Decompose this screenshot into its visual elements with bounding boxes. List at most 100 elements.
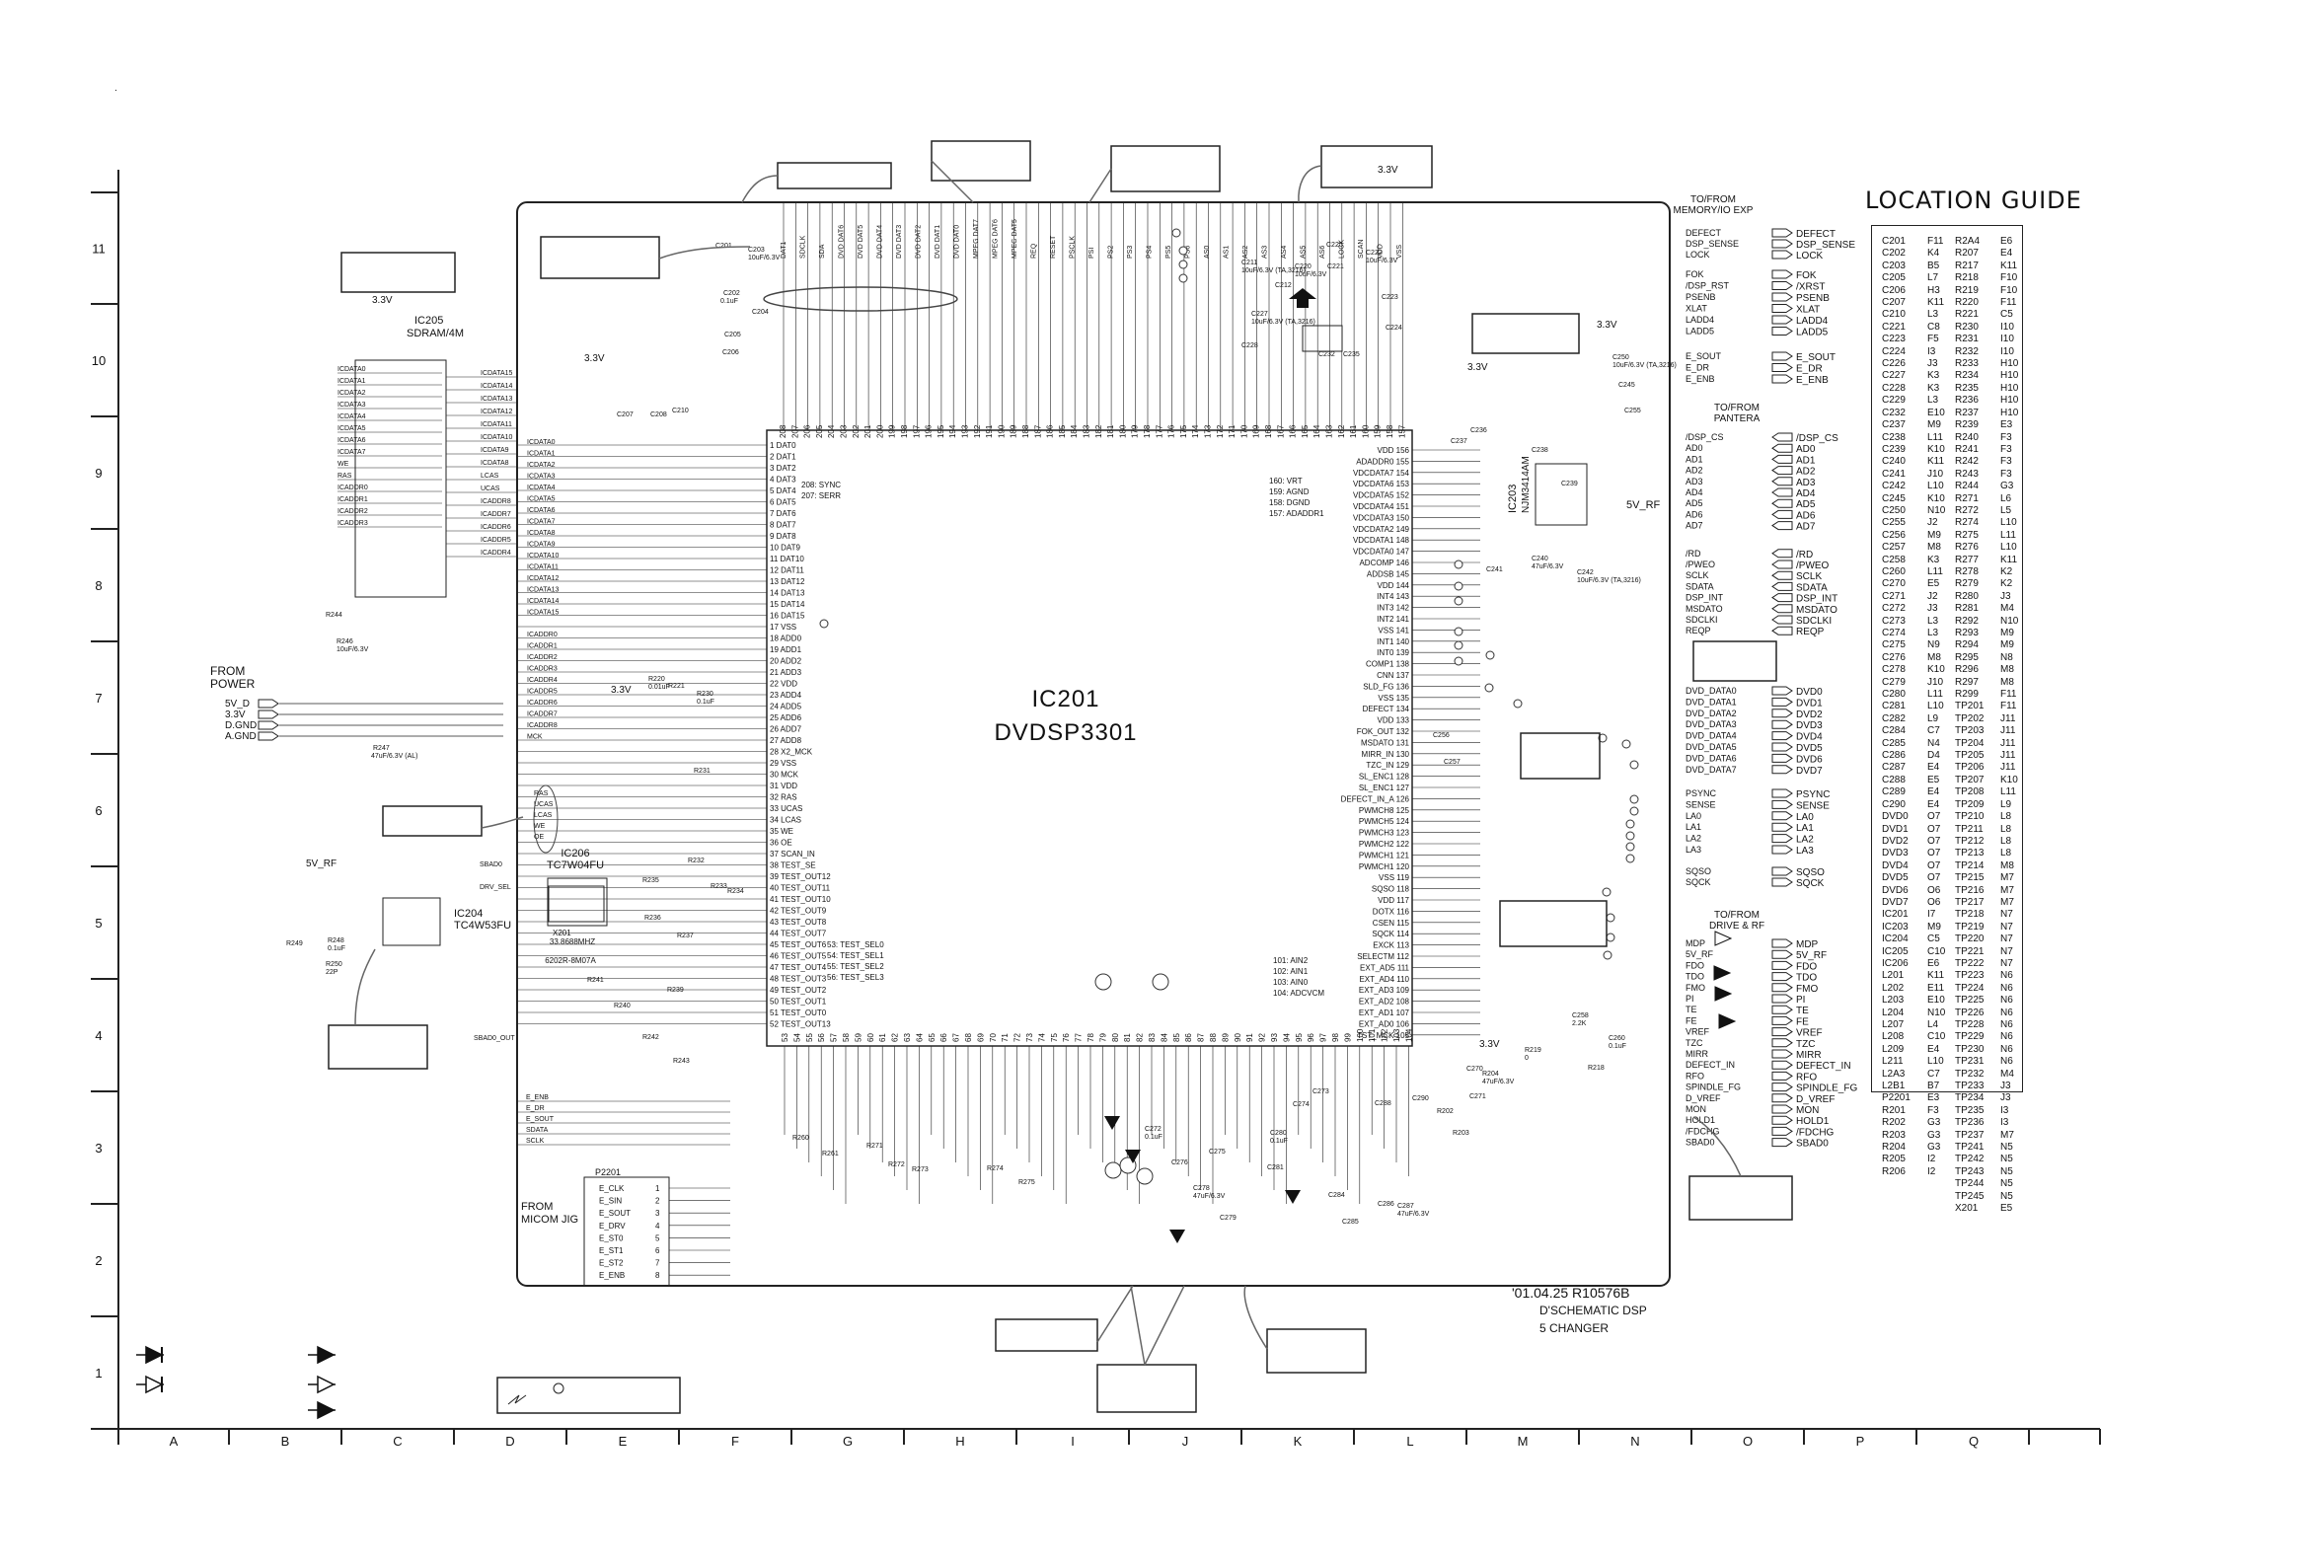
ic201-left-pin: 8 DAT7 [770, 521, 796, 530]
drive-connector: PI [1771, 994, 1805, 1006]
location-guide-grid: N7 [2000, 921, 2013, 933]
power-connector [258, 720, 279, 730]
test-point [1625, 854, 1635, 863]
component-ref: C208 [650, 411, 667, 418]
component-ref: C212 [1275, 282, 1292, 289]
fok-connector: XLAT [1771, 304, 1820, 316]
component-ref: R239 [667, 987, 684, 994]
rail-3v3-label: 3.3V [1479, 1039, 1500, 1050]
ic201-top-signal: PS6 [1185, 246, 1192, 259]
location-guide-ref: R299 [1955, 689, 1979, 701]
drive-signal-left: MON [1686, 1104, 1706, 1114]
ic205-right-signal: ICDATA11 [481, 421, 512, 428]
location-guide-ref: R239 [1955, 419, 1979, 431]
ic201-right-pin: VDD 117 [1378, 896, 1409, 905]
component-value: 47uF/6.3V [1482, 1079, 1515, 1085]
location-guide-ref: C279 [1882, 676, 1906, 688]
location-guide-ref: TP206 [1955, 762, 1985, 774]
component-value: 10uF/6.3V (TA,3216) [1612, 362, 1677, 369]
test-point [1171, 228, 1181, 238]
test-point [1629, 794, 1639, 804]
component-ref: C210 [672, 408, 689, 414]
ic201-left-pin: 26 ADD7 [770, 725, 802, 734]
ic201-left-pin: 6 DAT5 [770, 498, 796, 507]
ic201-top-signal: AS6 [1319, 246, 1326, 259]
psync-connector-label: LA0 [1796, 812, 1814, 823]
ic201-left-pin: 38 TEST_SE [770, 861, 816, 870]
location-guide-grid: E10 [1927, 407, 1945, 418]
ic201-inner-note: 103: AIN0 [1273, 978, 1309, 987]
pantera-connector: REQP [1771, 626, 1825, 637]
location-guide-grid: N5 [2000, 1190, 2013, 1202]
ic201-right-pin: MIRR_IN 130 [1362, 750, 1410, 759]
location-guide-grid: C5 [1927, 933, 1940, 945]
location-guide-grid: N6 [2000, 1056, 2013, 1068]
component-ref: C256 [1433, 732, 1450, 739]
location-guide-grid: L11 [2000, 786, 2016, 798]
location-guide-ref: C224 [1882, 345, 1906, 357]
location-guide-ref: TP203 [1955, 725, 1985, 737]
drive-connector-label: SBAD0 [1796, 1139, 1829, 1150]
location-guide-grid: N6 [2000, 995, 2013, 1007]
drive-connector: 5V_RF [1771, 949, 1827, 961]
ic201-left-pin: 36 OE [770, 839, 792, 848]
ic201-top-signal: RESET [1050, 235, 1057, 259]
grid-col-label: A [170, 1434, 179, 1449]
location-guide-grid: O6 [1927, 884, 1941, 896]
ic204-part: TC4W53FU [454, 920, 511, 932]
ic201-top-signal: MPEG DAT5 [1012, 219, 1018, 259]
location-guide-grid: C5 [2000, 309, 2013, 321]
ic201-bottom-pin: 62 [891, 1033, 900, 1042]
ic201-bottom-pin: 101 [1368, 1028, 1377, 1042]
to-drive-title: TO/FROM [1714, 910, 1760, 921]
ic201-top-signal: AS2 [1242, 246, 1249, 259]
bus-oval [763, 286, 958, 312]
dvd-data-left: DVD_DATA5 [1686, 742, 1737, 752]
drive-signal-left: FMO [1686, 983, 1705, 993]
ic201-top-pin: 195 [937, 424, 945, 438]
psync-connector-label: LA3 [1796, 846, 1814, 857]
location-guide-ref: C239 [1882, 443, 1906, 455]
location-guide-ref: C278 [1882, 664, 1906, 676]
test-point [1152, 973, 1169, 991]
ic201-left-pin: 44 TEST_OUT7 [770, 930, 827, 938]
location-guide-ref: TP229 [1955, 1031, 1985, 1043]
ic201-right-pin: SL_ENC1 128 [1359, 773, 1410, 782]
ic204-supply-label: 5V_RF [306, 859, 337, 869]
e-signal-connector-label: E_SOUT [1796, 352, 1836, 363]
ic201-top-signal: SDCLK [800, 235, 807, 259]
location-guide-ref: C206 [1882, 284, 1906, 296]
location-guide-grid: E4 [1927, 798, 1940, 810]
ic201-inner-note: 160: VRT [1269, 477, 1303, 485]
location-guide-grid: L9 [2000, 798, 2012, 810]
fok-signal-left: FOK [1686, 269, 1704, 279]
location-guide-ref: TP222 [1955, 957, 1985, 969]
ic201-top-signal: DAT1 [781, 242, 787, 259]
ic201-bottom-pin: 66 [939, 1033, 948, 1042]
ic201-top-signal: PS5 [1165, 246, 1172, 259]
ic201-right-pin: VSS 141 [1378, 626, 1409, 635]
test-point [819, 619, 829, 629]
to-memory-title: TO/FROM [1690, 194, 1736, 205]
location-guide-ref: C229 [1882, 395, 1906, 407]
component-ref: R243 [673, 1058, 690, 1065]
location-guide-title: LOCATION GUIDE [1865, 187, 2082, 214]
ic201-top-signal: VDD [1378, 244, 1385, 259]
data-bus-signal: ICDATA8 [527, 530, 556, 537]
test-point [1454, 627, 1463, 636]
location-guide-grid: N4 [1927, 737, 1940, 749]
ic201-left-pin: 3 DAT2 [770, 464, 796, 473]
